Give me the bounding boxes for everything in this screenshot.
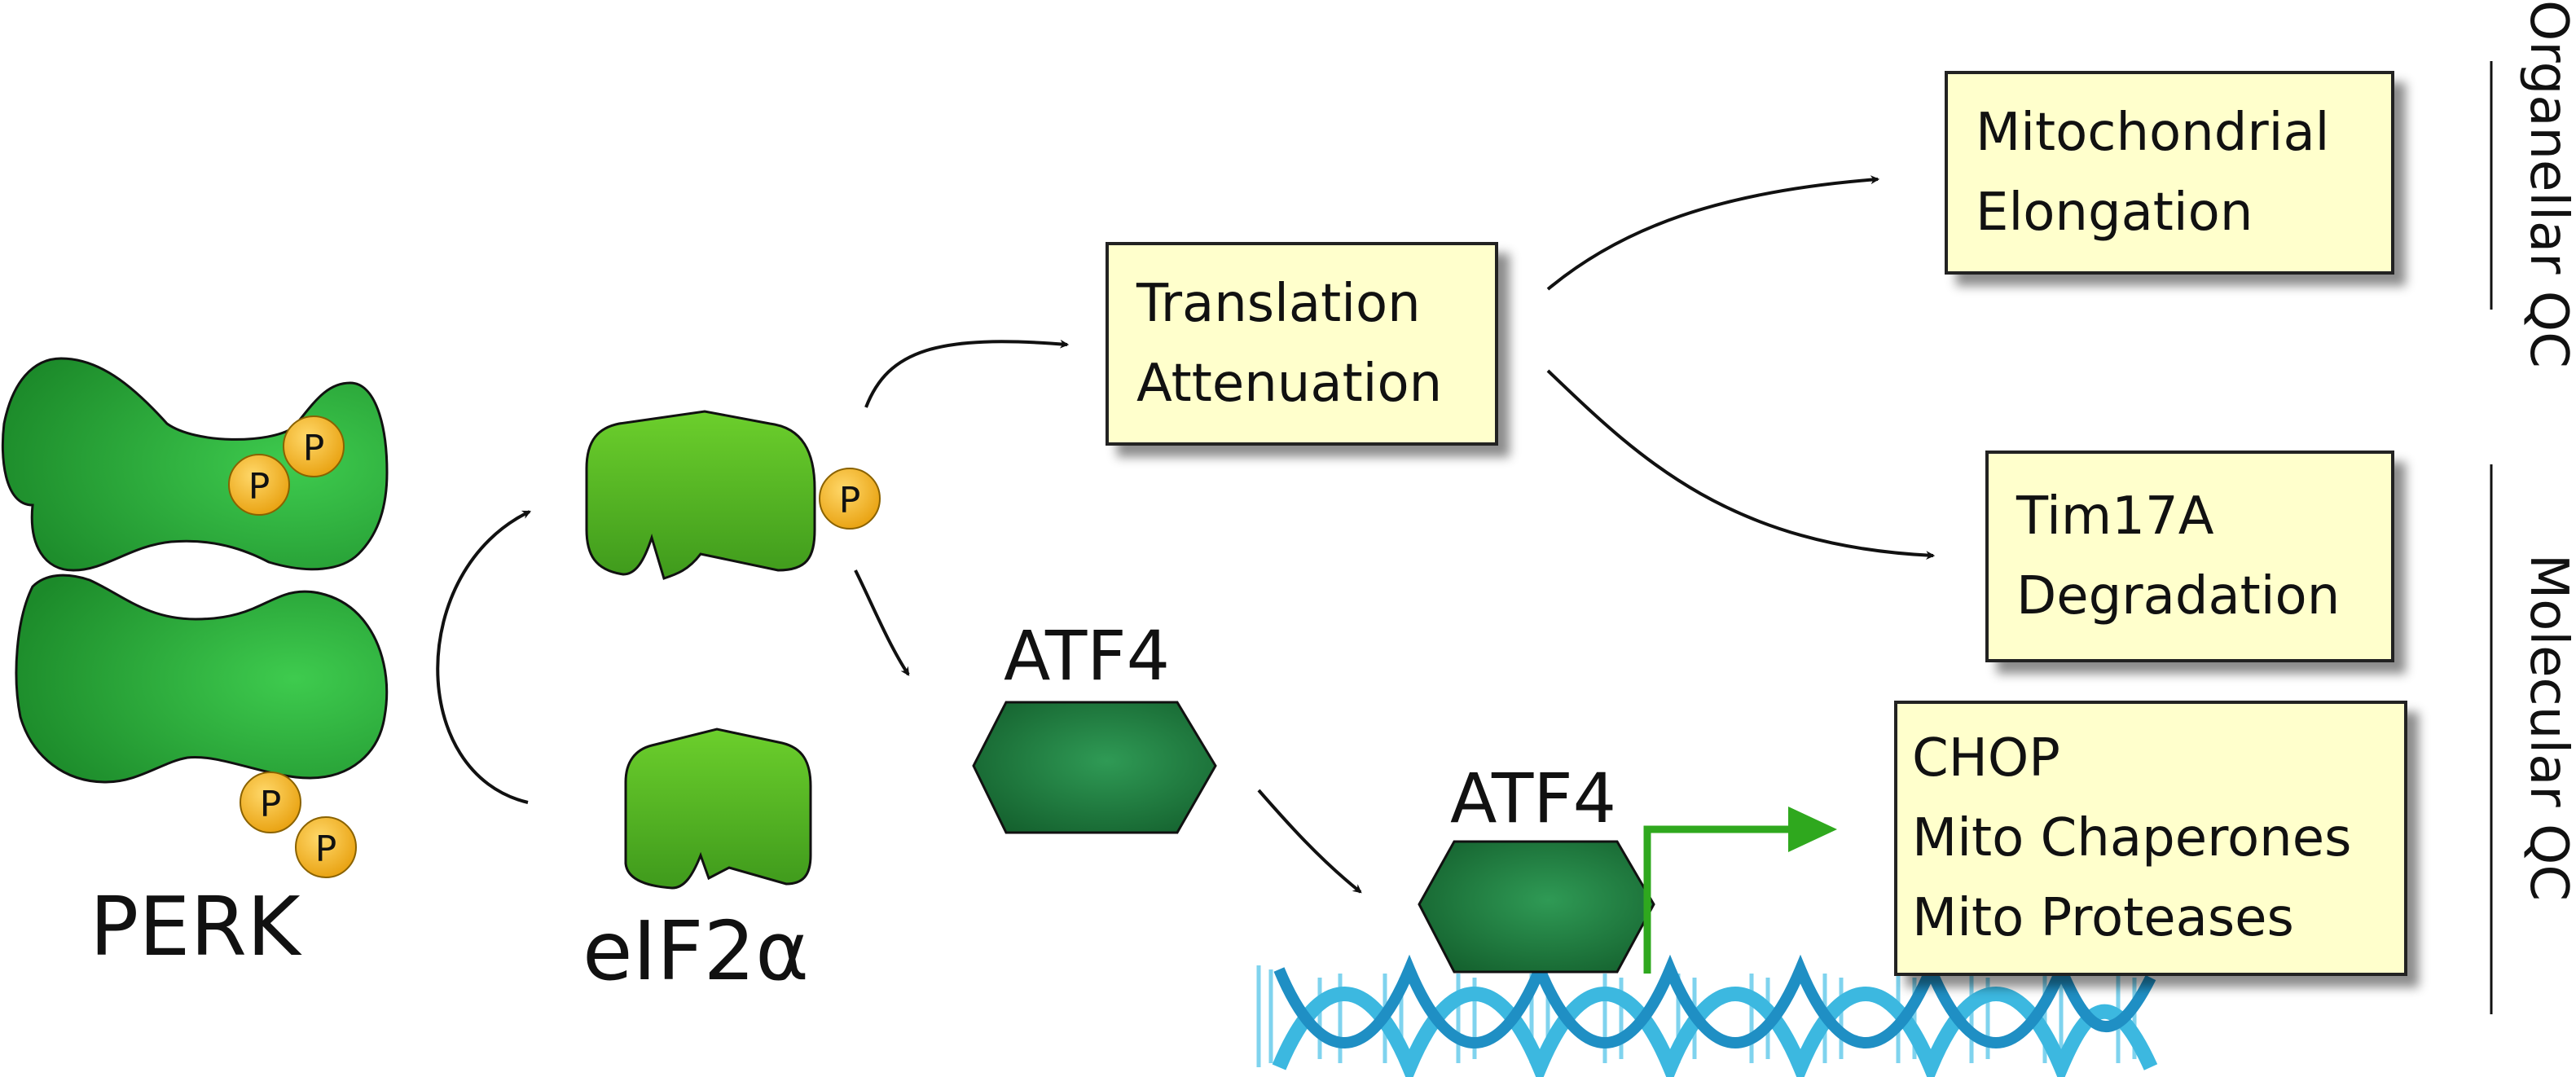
box-line: Tim17A (2016, 486, 2214, 547)
translation-attenuation-box: Translation Attenuation (1106, 242, 1498, 446)
mito-elongation-box: Mitochondrial Elongation (1945, 71, 2394, 275)
box-line: Elongation (1976, 182, 2253, 243)
svg-text:P: P (303, 428, 325, 469)
box-line: Degradation (2016, 566, 2341, 626)
organellar-qc-label: Organellar QC (2518, 0, 2576, 368)
atf4-label-top: ATF4 (1004, 616, 1171, 696)
perk-label: PERK (90, 879, 301, 974)
eif2a-protein-icon (585, 410, 816, 580)
transcription-arrow (1643, 807, 1837, 974)
box-line: Translation (1136, 274, 1421, 334)
box-line: Mitochondrial (1976, 103, 2330, 163)
box-line: Mito Proteases (1912, 888, 2294, 948)
gene-targets-box: CHOP Mito Chaperones Mito Proteases (1894, 701, 2407, 976)
svg-text:P: P (315, 829, 337, 870)
svg-text:P: P (248, 466, 270, 508)
perk-dimer-icon (1, 357, 389, 784)
phosphate-icon: P (819, 468, 881, 530)
phosphate-icon: P P P P (228, 415, 357, 878)
atf4-hexagon-icon (972, 701, 1217, 834)
eif2a-label: eIF2α (582, 903, 810, 999)
svg-text:P: P (260, 784, 282, 825)
box-line: Mito Chaperones (1912, 808, 2352, 868)
atf4-hexagon-icon (1418, 840, 1655, 974)
box-line: CHOP (1912, 728, 2060, 789)
atf4-label-bottom: ATF4 (1450, 758, 1617, 838)
tim17a-degradation-box: Tim17A Degradation (1985, 451, 2394, 662)
dna-helix-icon (1256, 954, 2158, 1077)
molecular-qc-label: Molecular QC (2518, 554, 2576, 901)
eif2a-protein-icon (624, 728, 812, 890)
box-line: Attenuation (1136, 354, 1443, 414)
svg-text:P: P (839, 480, 861, 521)
pathway-arrows (436, 175, 1936, 894)
